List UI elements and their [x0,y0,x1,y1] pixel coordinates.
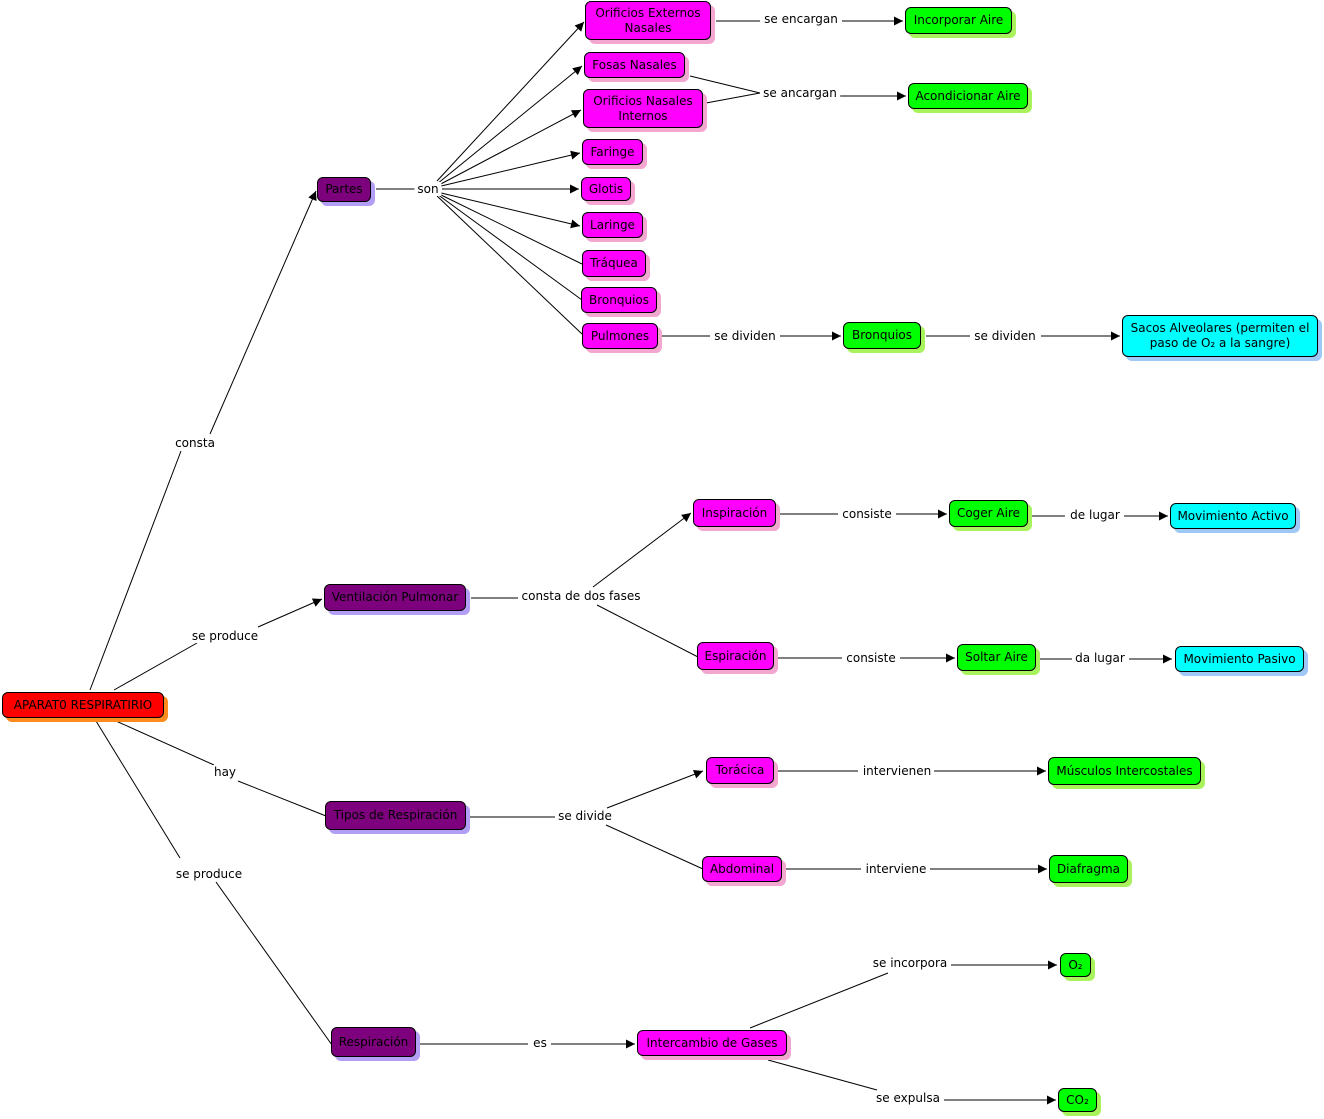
link-label-consiste-inspiracion: consiste [839,507,895,521]
node-faringe[interactable]: Faringe [582,139,643,165]
node-musculos-intercostales[interactable]: Músculos Intercostales [1048,757,1201,785]
node-bronquios-partes[interactable]: Bronquios [581,287,657,313]
node-o2[interactable]: O₂ [1060,953,1091,977]
node-toracica[interactable]: Torácica [706,757,774,784]
node-inspiracion[interactable]: Inspiración [693,499,776,527]
link-label-se-dividen-pulmones: se dividen [711,329,779,343]
node-diafragma[interactable]: Diafragma [1049,855,1128,883]
node-pulmones[interactable]: Pulmones [582,323,658,349]
node-fosas-nasales[interactable]: Fosas Nasales [584,52,685,78]
node-acondicionar-aire[interactable]: Acondicionar Aire [908,83,1028,109]
node-ventilacion-pulmonar[interactable]: Ventilación Pulmonar [324,584,466,611]
link-label-son: son [414,182,442,196]
link-label-consiste-espiracion: consiste [843,651,899,665]
node-soltar-aire[interactable]: Soltar Aire [957,644,1036,671]
link-label-interviene: interviene [862,862,930,876]
node-orificios-externos-nasales[interactable]: Orificios Externos Nasales [585,1,711,40]
link-label-se-encargan: se encargan [761,12,841,26]
link-label-se-divide: se divide [555,809,615,823]
node-incorporar-aire[interactable]: Incorporar Aire [905,7,1012,34]
node-abdominal[interactable]: Abdominal [702,856,782,882]
link-label-da-lugar: da lugar [1072,651,1128,665]
node-espiracion[interactable]: Espiración [697,642,774,670]
node-glotis[interactable]: Glotis [581,177,631,201]
link-label-de-lugar: de lugar [1067,508,1123,522]
node-movimiento-activo[interactable]: Movimiento Activo [1170,503,1296,529]
node-partes[interactable]: Partes [317,177,371,202]
link-label-se-expulsa: se expulsa [873,1091,943,1105]
node-laringe[interactable]: Laringe [582,212,643,238]
link-label-hay: hay [210,765,240,779]
link-label-se-produce-respiracion: se produce [172,867,246,881]
link-label-consta-de-dos-fases: consta de dos fases [518,589,644,603]
link-label-se-ancargan: se ancargan [760,86,840,100]
link-label-consta: consta [172,436,218,450]
link-label-se-incorpora: se incorpora [869,956,951,970]
node-traquea[interactable]: Tráquea [582,250,646,277]
link-label-se-produce-ventilacion: se produce [188,629,262,643]
node-intercambio-de-gases[interactable]: Intercambio de Gases [637,1030,787,1056]
node-aparato-respiratorio[interactable]: APARAT0 RESPIRATIRIO [2,692,164,718]
node-bronquios-pulmones[interactable]: Bronquios [843,322,921,349]
node-tipos-de-respiracion[interactable]: Tipos de Respiración [325,801,466,830]
node-coger-aire[interactable]: Coger Aire [949,500,1028,527]
link-label-es: es [530,1036,550,1050]
node-respiracion[interactable]: Respiración [331,1027,416,1057]
link-label-se-dividen-bronquios: se dividen [971,329,1039,343]
link-label-intervienen: intervienen [859,764,935,778]
node-orificios-nasales-internos[interactable]: Orificios Nasales Internos [583,89,703,128]
node-movimiento-pasivo[interactable]: Movimiento Pasivo [1175,646,1304,672]
node-sacos-alveolares[interactable]: Sacos Alveolares (permiten el paso de O₂… [1122,315,1318,357]
node-co2[interactable]: CO₂ [1058,1088,1097,1112]
